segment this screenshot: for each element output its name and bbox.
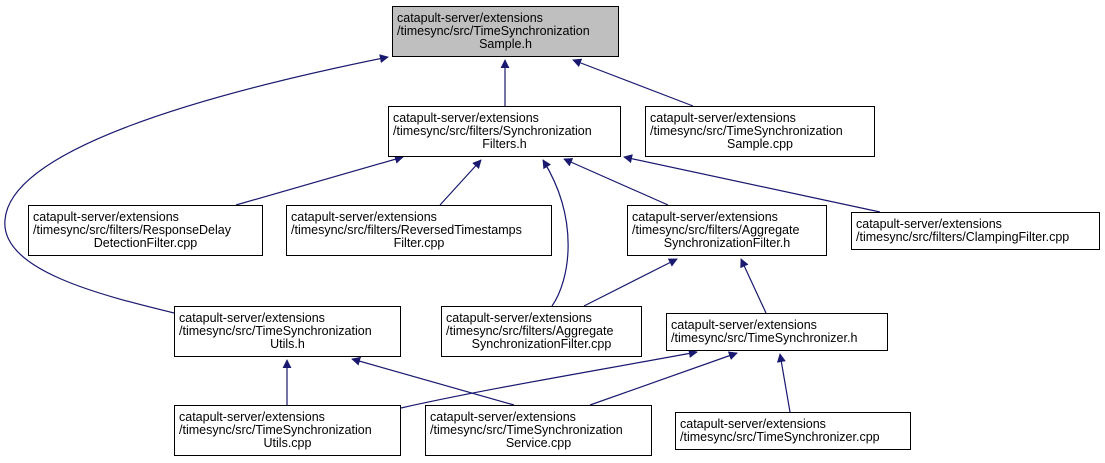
edge-aggregate_cpp-to-aggregate_h <box>583 258 678 307</box>
edge-synchronizer_h-to-aggregate_h <box>740 258 767 314</box>
node-clamping-filter-cpp[interactable]: catapult-server/extensions /timesync/src… <box>851 212 1100 250</box>
edge-aggregate_cpp-to-sync_filters_h <box>542 159 569 307</box>
node-aggregate-synchronization-filter-cpp[interactable]: catapult-server/extensions /timesync/src… <box>441 306 642 357</box>
node-time-synchronization-utils-h[interactable]: catapult-server/extensions /timesync/src… <box>174 306 401 357</box>
edge-response_delay_cpp-to-sync_filters_h <box>235 154 404 206</box>
node-line: Sample.h <box>479 37 532 51</box>
node-line: Sample.cpp <box>726 137 793 151</box>
node-line: /timesync/src/TimeSynchronization <box>397 24 590 38</box>
node-aggregate-synchronization-filter-h[interactable]: catapult-server/extensions /timesync/src… <box>627 205 827 256</box>
node-reversed-timestamps-filter-cpp[interactable]: catapult-server/extensions /timesync/src… <box>286 205 552 256</box>
node-line: /timesync/src/filters/Synchronization <box>393 124 592 138</box>
node-time-synchronizer-cpp[interactable]: catapult-server/extensions /timesync/src… <box>675 412 911 450</box>
edge-service_cpp-to-synchronizer_h <box>589 351 738 406</box>
node-line: Service.cpp <box>505 436 572 450</box>
node-time-synchronization-sample-h: catapult-server/extensions /timesync/src… <box>392 6 619 57</box>
node-line: /timesync/src/filters/ResponseDelay <box>33 223 231 237</box>
node-line: catapult-server/extensions <box>33 210 179 224</box>
edge-aggregate_h-to-sync_filters_h <box>563 158 669 206</box>
node-line: Filters.h <box>482 137 527 151</box>
node-line: /timesync/src/filters/Aggregate <box>446 324 614 338</box>
edge-sample_cpp-to-root <box>572 58 694 107</box>
node-time-synchronizer-h[interactable]: catapult-server/extensions /timesync/src… <box>666 313 888 351</box>
node-line: catapult-server/extensions <box>650 111 796 125</box>
node-line: /timesync/src/filters/Aggregate <box>632 223 800 237</box>
node-line: SynchronizationFilter.cpp <box>471 337 612 351</box>
edge-utils_h-to-root <box>4 54 389 314</box>
node-line: catapult-server/extensions <box>671 318 817 332</box>
node-time-synchronization-utils-cpp[interactable]: catapult-server/extensions /timesync/src… <box>174 405 401 456</box>
node-line: /timesync/src/TimeSynchronization <box>179 423 372 437</box>
node-line: catapult-server/extensions <box>291 210 437 224</box>
node-line: catapult-server/extensions <box>430 410 576 424</box>
node-line: /timesync/src/TimeSynchronization <box>430 423 623 437</box>
edge-reversed_ts_cpp-to-sync_filters_h <box>439 159 482 206</box>
edge-service_cpp-to-utils_h <box>351 356 515 406</box>
node-line: Utils.h <box>270 337 305 351</box>
node-time-synchronization-sample-cpp[interactable]: catapult-server/extensions /timesync/src… <box>645 106 875 157</box>
node-line: Utils.cpp <box>263 436 312 450</box>
node-line: catapult-server/extensions <box>179 311 325 325</box>
node-response-delay-detection-filter-cpp[interactable]: catapult-server/extensions /timesync/src… <box>28 205 263 256</box>
node-synchronization-filters-h[interactable]: catapult-server/extensions /timesync/src… <box>388 106 621 157</box>
node-line: /timesync/src/TimeSynchronization <box>179 324 372 338</box>
node-line: /timesync/src/filters/ReversedTimestamps <box>291 223 522 237</box>
node-line: Filter.cpp <box>393 236 445 250</box>
edge-synchronizer_cpp-to-synchronizer_h <box>776 353 791 413</box>
node-line: catapult-server/extensions <box>179 410 325 424</box>
node-line: /timesync/src/filters/ClampingFilter.cpp <box>856 230 1070 244</box>
node-line: /timesync/src/TimeSynchronizer.cpp <box>680 430 880 444</box>
node-line: catapult-server/extensions <box>856 217 1002 231</box>
node-line: catapult-server/extensions <box>446 311 592 325</box>
node-line: DetectionFilter.cpp <box>93 236 198 250</box>
node-line: catapult-server/extensions <box>632 210 778 224</box>
edge-utils_cpp-to-synchronizer_h <box>400 349 698 409</box>
node-line: SynchronizationFilter.h <box>663 236 791 250</box>
node-time-synchronization-service-cpp[interactable]: catapult-server/extensions /timesync/src… <box>425 405 652 456</box>
node-line: catapult-server/extensions <box>680 417 826 431</box>
node-line: /timesync/src/TimeSynchronizer.h <box>671 331 858 345</box>
node-line: /timesync/src/TimeSynchronization <box>650 124 843 138</box>
edge-clamping_cpp-to-sync_filters_h <box>623 154 881 213</box>
node-line: catapult-server/extensions <box>397 11 543 25</box>
node-line: catapult-server/extensions <box>393 111 539 125</box>
